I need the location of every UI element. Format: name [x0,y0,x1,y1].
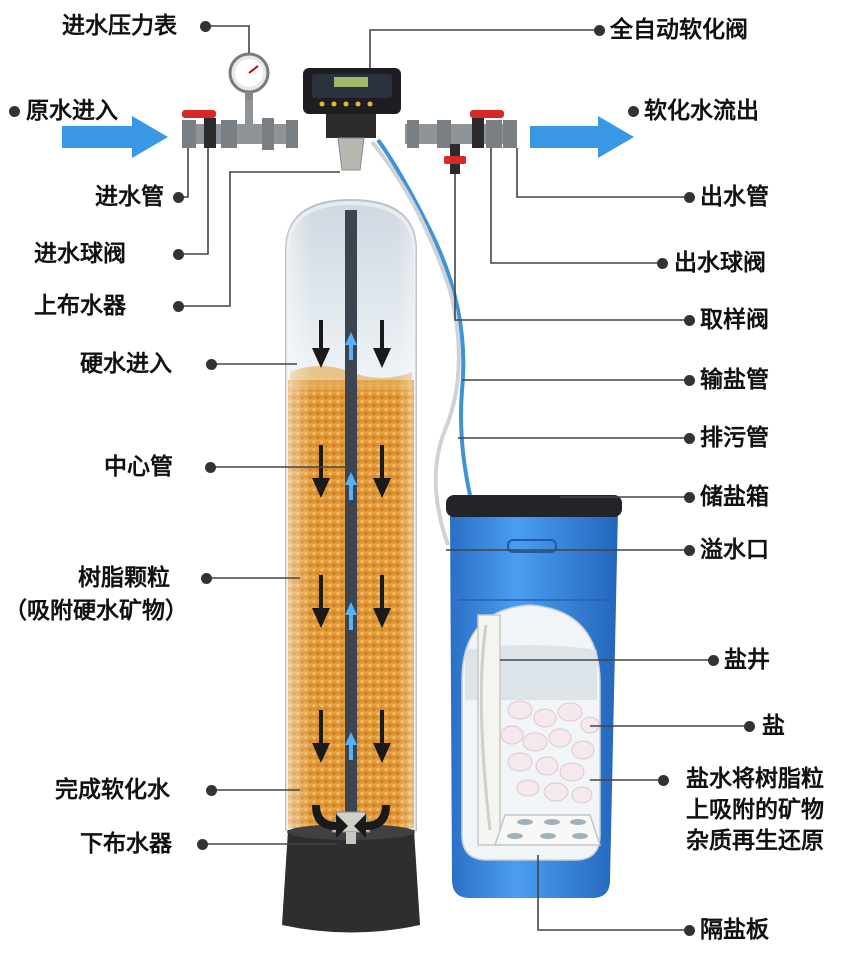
inlet-assembly [182,100,298,150]
label-salt-grid: 隔盐板 [700,917,769,943]
label-pressure-gauge: 进水压力表 [62,13,177,39]
label-soft-water-out: 软化水流出 [644,98,759,124]
outlet-assembly [405,110,517,174]
brine-tank-body [446,495,622,898]
label-sampling-valve: 取样阀 [700,307,769,333]
label-center-tube: 中心管 [104,454,173,480]
brine-tube [370,140,461,546]
dot-outlet-pipe [684,192,695,203]
label-upper-distributor: 上布水器 [34,293,126,319]
label-resin-beads-note: （吸附硬水矿物） [4,598,188,624]
label-brine-well: 盐井 [724,647,770,673]
label-softened-water: 完成软化水 [55,777,170,803]
resin-tank [282,198,420,933]
dot-brine-line [684,375,695,386]
dot-center-tube [205,462,216,473]
raw-water-in-arrow [62,116,168,158]
label-inlet-ball-valve: 进水球阀 [34,241,126,267]
dot-inlet-valve [173,249,184,260]
label-drain-line: 排污管 [700,425,769,451]
dot-regeneration [658,775,669,786]
label-lower-distributor: 下布水器 [80,831,172,857]
label-hard-water-in: 硬水进入 [80,351,172,377]
dot-soft-water [628,106,639,117]
dot-salt-grid [684,925,695,936]
dot-raw-water [9,106,20,117]
label-raw-water-in: 原水进入 [26,98,118,124]
dot-resin [201,573,212,584]
dot-lower-distributor [197,839,208,850]
dot-brine-tank [684,492,695,503]
flow-arrows-up [345,332,357,760]
dot-drain-line [684,433,695,444]
label-brine-tank: 储盐箱 [700,484,769,510]
label-inlet-pipe: 进水管 [95,184,164,210]
dot-brine-well [708,655,719,666]
label-resin-beads: 树脂颗粒 [78,565,170,591]
dot-overflow [684,545,695,556]
dot-sampling-valve [684,315,695,326]
dot-inlet-pipe [173,192,184,203]
dot-hard-water [206,359,217,370]
label-auto-valve: 全自动软化阀 [610,17,748,43]
label-overflow: 溢水口 [700,537,769,563]
control-valve [303,68,401,171]
dot-salt [744,721,755,732]
dot-pressure-gauge [200,21,211,32]
soft-water-out-arrow [530,116,634,158]
dot-outlet-valve [657,258,668,269]
pressure-gauge [228,52,270,102]
label-regeneration-note: 盐水将树脂粒上吸附的矿物杂质再生还原 [686,766,824,854]
label-salt: 盐 [762,713,785,739]
label-outlet-pipe: 出水管 [700,184,769,210]
label-outlet-ball-valve: 出水球阀 [674,250,766,276]
label-brine-line: 输盐管 [700,367,769,393]
leader-lines [178,25,748,931]
dot-auto-valve [594,25,605,36]
flow-arrows-down [312,320,391,838]
dot-softened-water [206,785,217,796]
dot-upper-distributor [173,301,184,312]
